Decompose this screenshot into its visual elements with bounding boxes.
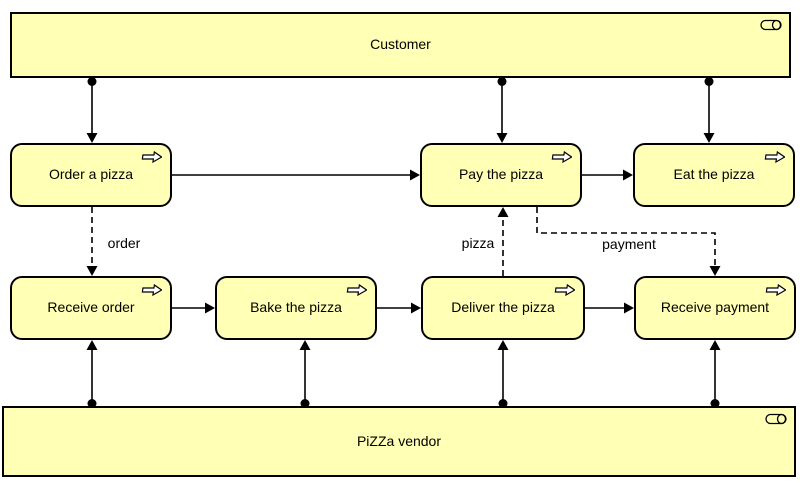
flow-pizza bbox=[497, 207, 509, 276]
flow-order bbox=[86, 207, 98, 276]
business-process-icon bbox=[764, 151, 785, 163]
business-process-icon bbox=[765, 284, 786, 296]
process-deliver-the-pizza[interactable]: Deliver the pizza bbox=[421, 276, 585, 340]
role-pizza-vendor-label: PiZZa vendor bbox=[356, 432, 442, 449]
business-role-icon bbox=[765, 413, 787, 425]
assignment-customer-eat-the-pizza bbox=[703, 77, 715, 143]
flow-label-order: order bbox=[105, 235, 143, 251]
process-label: Bake the pizza bbox=[250, 299, 342, 316]
process-label: Eat the pizza bbox=[673, 166, 755, 183]
role-customer-label: Customer bbox=[370, 36, 431, 53]
assignment-customer-pay-the-pizza bbox=[496, 77, 508, 143]
role-customer[interactable]: Customer bbox=[10, 12, 791, 78]
process-receive-payment[interactable]: Receive payment bbox=[634, 276, 796, 340]
trigger-deliver-to-receive-payment bbox=[585, 302, 634, 314]
role-pizza-vendor[interactable]: PiZZa vendor bbox=[2, 406, 796, 477]
process-label: Pay the pizza bbox=[458, 166, 544, 183]
process-receive-order[interactable]: Receive order bbox=[10, 276, 172, 340]
assignment-vendor-receive-order bbox=[86, 340, 98, 408]
business-process-icon bbox=[554, 284, 575, 296]
business-process-icon bbox=[551, 151, 572, 163]
business-process-icon bbox=[141, 284, 162, 296]
process-label: Receive order bbox=[47, 299, 135, 316]
trigger-receive-order-to-bake bbox=[172, 302, 215, 314]
trigger-order-to-pay bbox=[172, 169, 420, 181]
business-role-icon bbox=[760, 19, 782, 31]
process-order-a-pizza[interactable]: Order a pizza bbox=[10, 143, 172, 207]
assignment-customer-order-a-pizza bbox=[86, 77, 98, 143]
process-label: Receive payment bbox=[660, 299, 770, 316]
flow-label-pizza: pizza bbox=[459, 235, 497, 251]
process-label: Deliver the pizza bbox=[451, 299, 555, 316]
business-process-icon bbox=[141, 151, 162, 163]
assignment-vendor-deliver-the-pizza bbox=[497, 340, 509, 408]
process-pay-the-pizza[interactable]: Pay the pizza bbox=[420, 143, 582, 207]
business-process-icon bbox=[346, 284, 367, 296]
trigger-pay-to-eat bbox=[582, 169, 633, 181]
process-eat-the-pizza[interactable]: Eat the pizza bbox=[633, 143, 795, 207]
process-label: Order a pizza bbox=[48, 166, 134, 183]
trigger-bake-to-deliver bbox=[377, 302, 421, 314]
process-bake-the-pizza[interactable]: Bake the pizza bbox=[215, 276, 377, 340]
flow-label-payment: payment bbox=[600, 236, 658, 252]
assignment-vendor-bake-the-pizza bbox=[299, 340, 311, 408]
assignment-vendor-receive-payment bbox=[709, 340, 721, 408]
